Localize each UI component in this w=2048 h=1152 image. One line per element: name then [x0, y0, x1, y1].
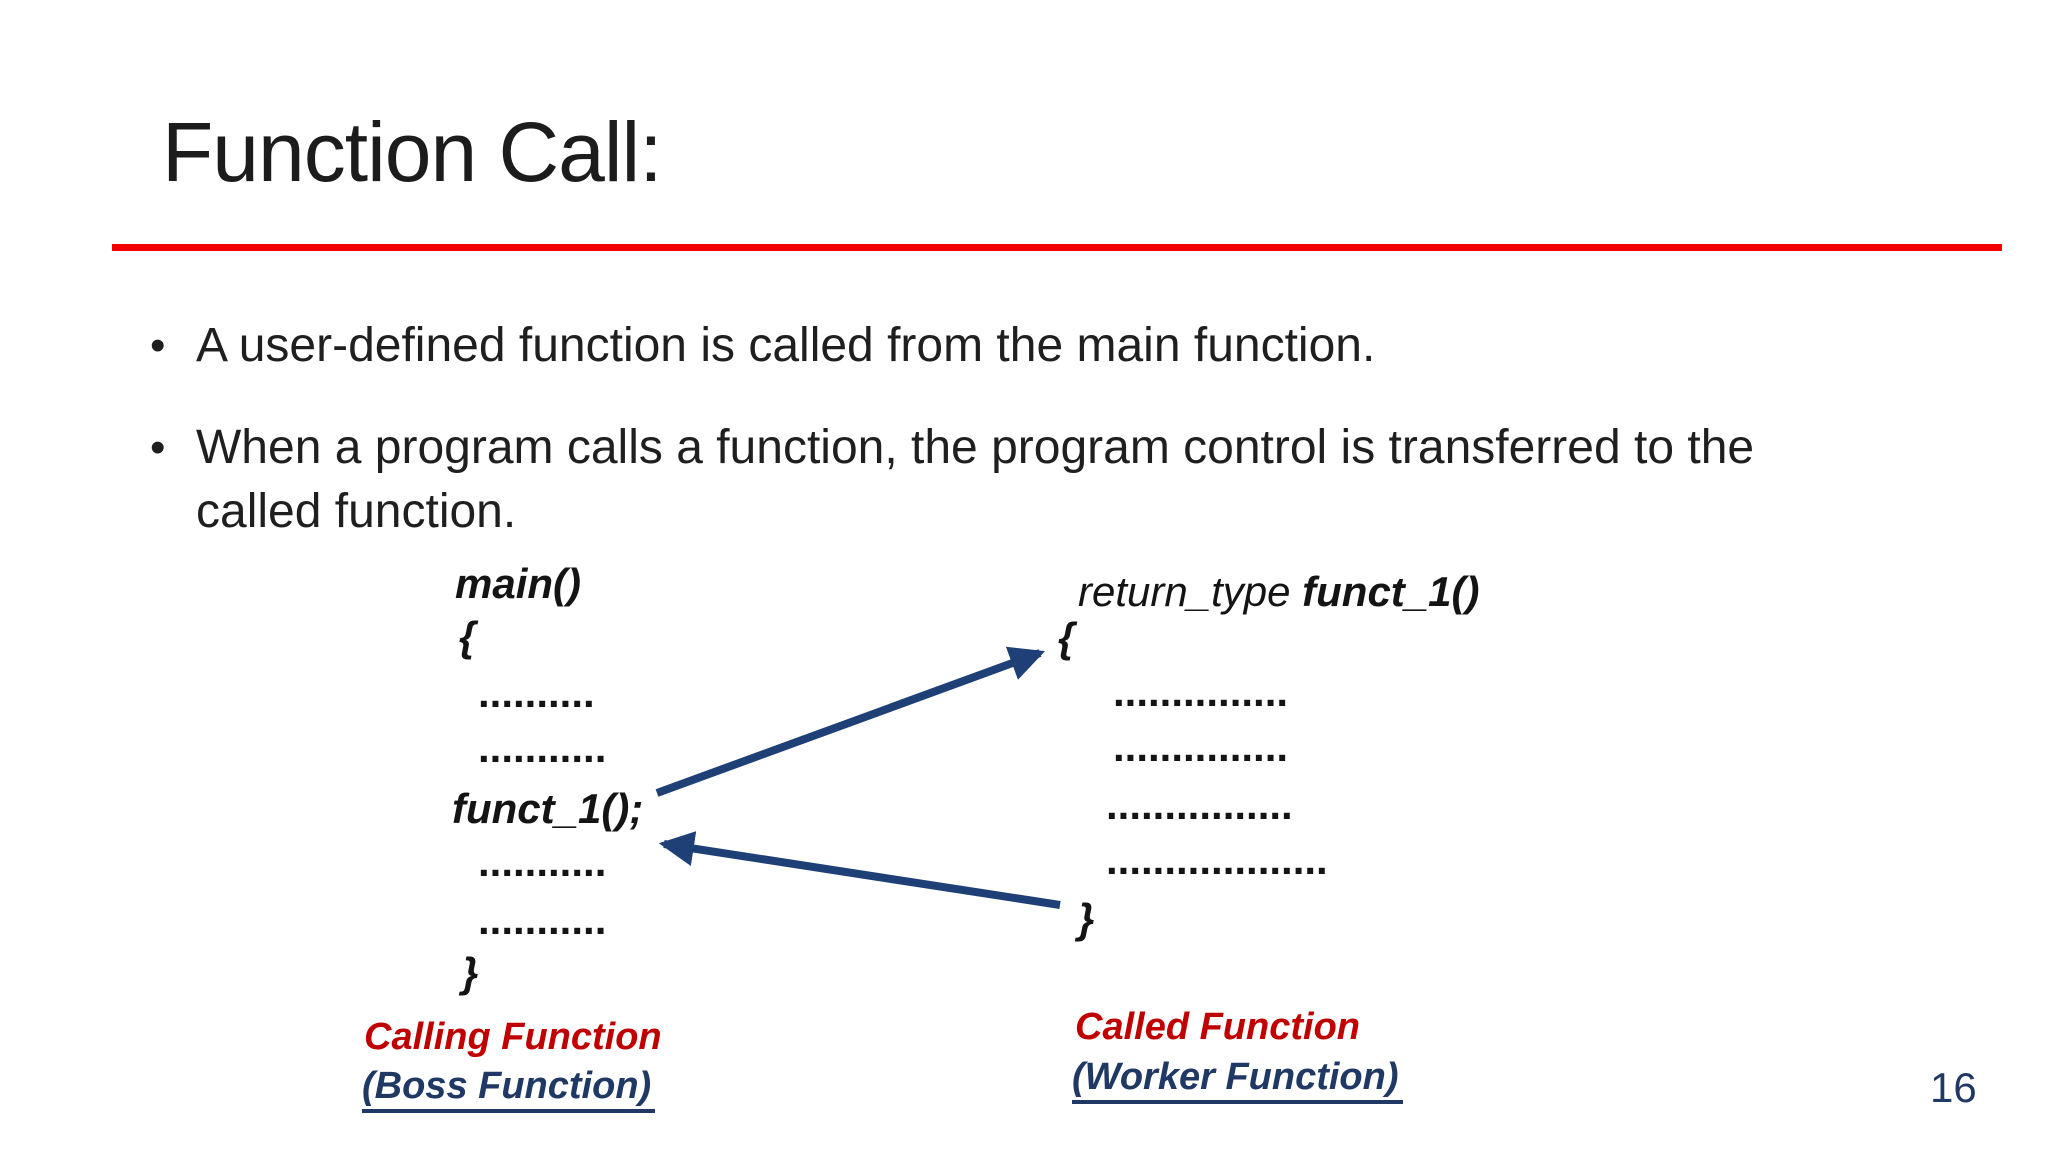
code-line-dots: ...................	[1106, 836, 1328, 883]
page-title: Function Call:	[162, 105, 663, 199]
return-type-text: return_type	[1078, 568, 1303, 615]
code-line-dots: ...............	[1113, 723, 1289, 770]
code-line-dots: ...........	[478, 896, 607, 943]
code-line-open-brace: {	[459, 613, 476, 660]
call-arrow	[655, 646, 1045, 797]
worker-function-label: (Worker Function)	[1072, 1053, 1403, 1104]
code-line-dots: ..........	[478, 669, 595, 716]
bullet-text: A user-defined function is called from t…	[196, 319, 1376, 372]
code-line-dots: ...........	[478, 838, 607, 885]
boss-function-label: (Boss Function)	[362, 1062, 656, 1113]
bullet-item: • When a program calls a function, the p…	[148, 416, 1778, 544]
code-line-close-brace: }	[1078, 895, 1095, 942]
bullet-text: When a program calls a function, the pro…	[196, 421, 1755, 538]
bullet-list: • A user-defined function is called from…	[148, 314, 1778, 544]
code-line-main: main()	[455, 560, 581, 607]
code-line-open-brace: {	[1058, 614, 1075, 661]
code-line-dots: ...............	[1113, 668, 1289, 715]
calling-function-label: Calling Function	[364, 1016, 662, 1058]
code-line-dots: ................	[1106, 781, 1293, 828]
bullet-item: • A user-defined function is called from…	[148, 314, 1778, 378]
title-underline-rule	[112, 244, 2002, 251]
code-line-function-call: funct_1();	[452, 785, 644, 832]
called-function-label: Called Function	[1075, 1006, 1360, 1048]
code-line-function-header: return_type funct_1()	[1078, 565, 1479, 619]
return-arrow	[658, 831, 1061, 909]
code-line-close-brace: }	[462, 949, 479, 996]
page-number: 16	[1930, 1064, 1977, 1111]
code-line-dots: ...........	[478, 724, 607, 771]
function-name-text: funct_1()	[1302, 568, 1480, 615]
bullet-glyph: •	[150, 423, 166, 472]
bullet-glyph: •	[150, 321, 166, 370]
